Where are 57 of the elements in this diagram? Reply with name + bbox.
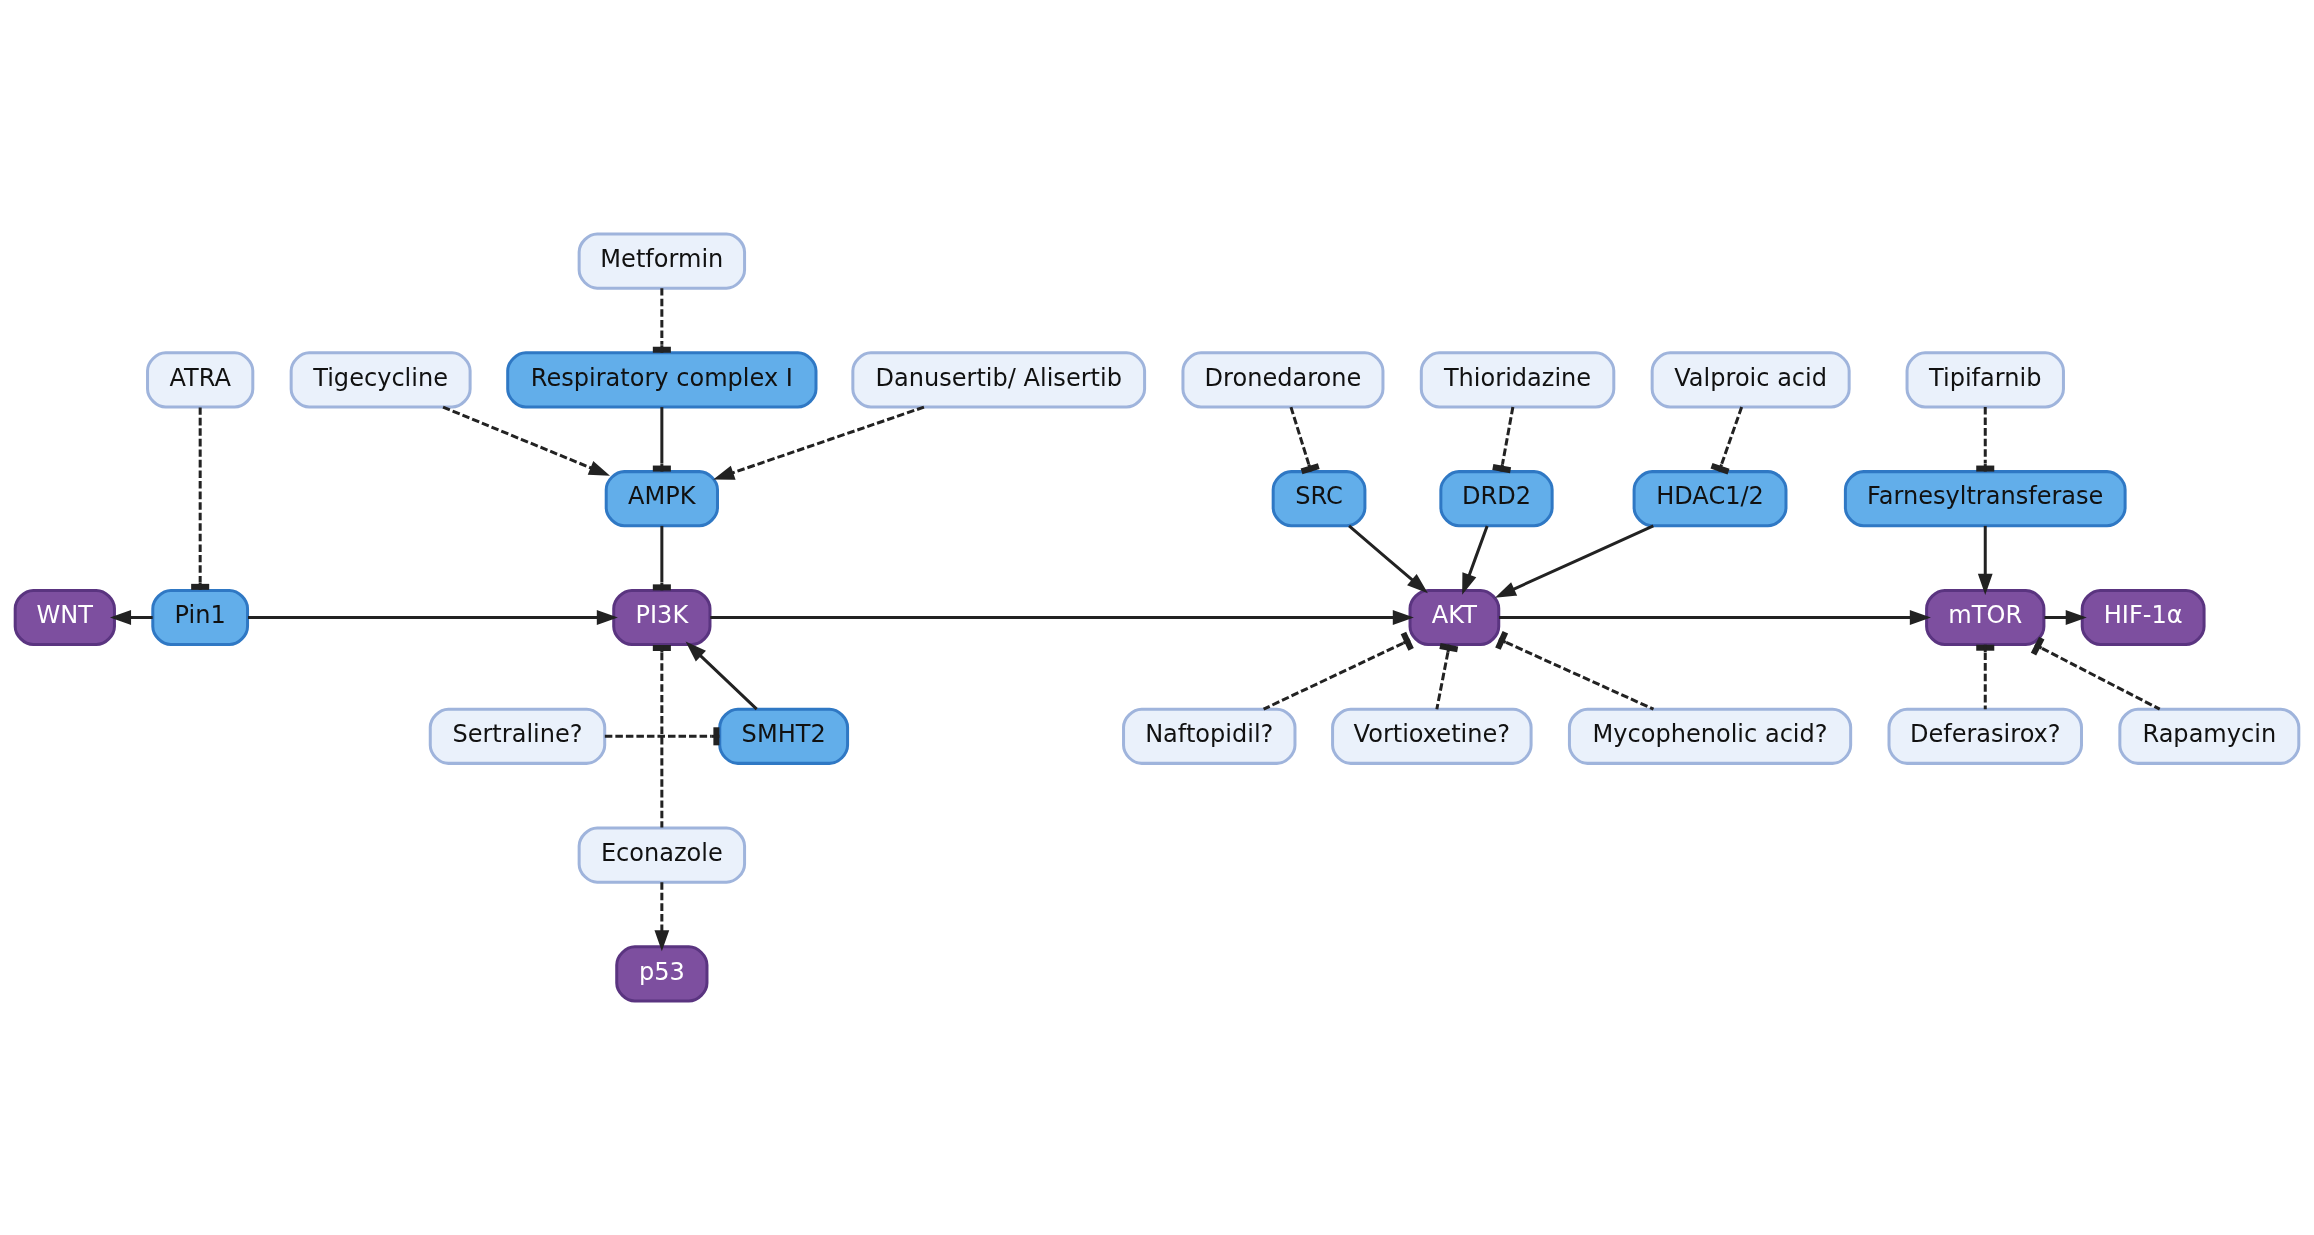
connector [652, 525, 671, 591]
node-box: HIF-1α [2080, 588, 2206, 647]
node-box: Rapamycin [2118, 707, 2301, 765]
node-box: Farnesyltransferase [1843, 470, 2127, 528]
node-box: mTOR [1925, 588, 2046, 647]
node-box: Thioridazine [1419, 351, 1616, 409]
connector [1976, 407, 1995, 472]
connector [604, 727, 720, 746]
connector [1262, 631, 1414, 711]
arrow [685, 641, 758, 711]
node-box: Naftopidil? [1122, 707, 1297, 765]
connector [1289, 406, 1320, 475]
connector [1976, 644, 1995, 710]
arrow [1462, 525, 1489, 595]
node-box: Econazole [577, 826, 747, 884]
node-box: ATRA [146, 351, 255, 409]
arrow [247, 610, 618, 625]
node-box: Sertraline? [428, 707, 607, 765]
node-box: PI3K [612, 588, 712, 647]
arrow [442, 405, 611, 476]
node-box: Deferasirox? [1887, 707, 2083, 765]
connector [1710, 406, 1744, 475]
arrow [1499, 610, 1931, 625]
connector [652, 645, 671, 828]
arrow [1977, 525, 1993, 595]
arrow [109, 610, 153, 625]
node-box: Respiratory complex I [506, 351, 818, 409]
arrow [713, 405, 925, 480]
node-box: Pin1 [151, 588, 250, 647]
node-box: Danusertib/ Alisertib [851, 351, 1147, 409]
arrow [654, 882, 670, 952]
node-box: WNT [13, 588, 116, 647]
node-box: p53 [615, 945, 709, 1003]
connector [1435, 642, 1459, 710]
node-box: SRC [1271, 470, 1367, 528]
node-box: Valproic acid [1650, 351, 1851, 409]
connector [652, 288, 671, 353]
node-box: Vortioxetine? [1331, 707, 1533, 765]
node-box: Tipifarnib [1905, 351, 2065, 409]
node-box: SMHT2 [718, 707, 850, 765]
node-box: HDAC1/2 [1632, 470, 1788, 528]
connector [191, 407, 210, 590]
arrow [1348, 524, 1428, 594]
node-box: DRD2 [1439, 470, 1554, 528]
connector [1492, 406, 1515, 474]
connector [2030, 636, 2161, 711]
connector [652, 407, 671, 472]
node-box: AKT [1408, 588, 1501, 647]
node-box: Tigecycline [289, 351, 472, 409]
arrow [2044, 610, 2087, 625]
connector [1495, 630, 1655, 711]
node-box: Dronedarone [1181, 351, 1385, 409]
node-box: Mycophenolic acid? [1567, 707, 1853, 765]
arrow [710, 610, 1414, 625]
node-box: Metformin [577, 232, 747, 290]
node-box: AMPK [604, 470, 719, 528]
arrow [1494, 524, 1654, 598]
